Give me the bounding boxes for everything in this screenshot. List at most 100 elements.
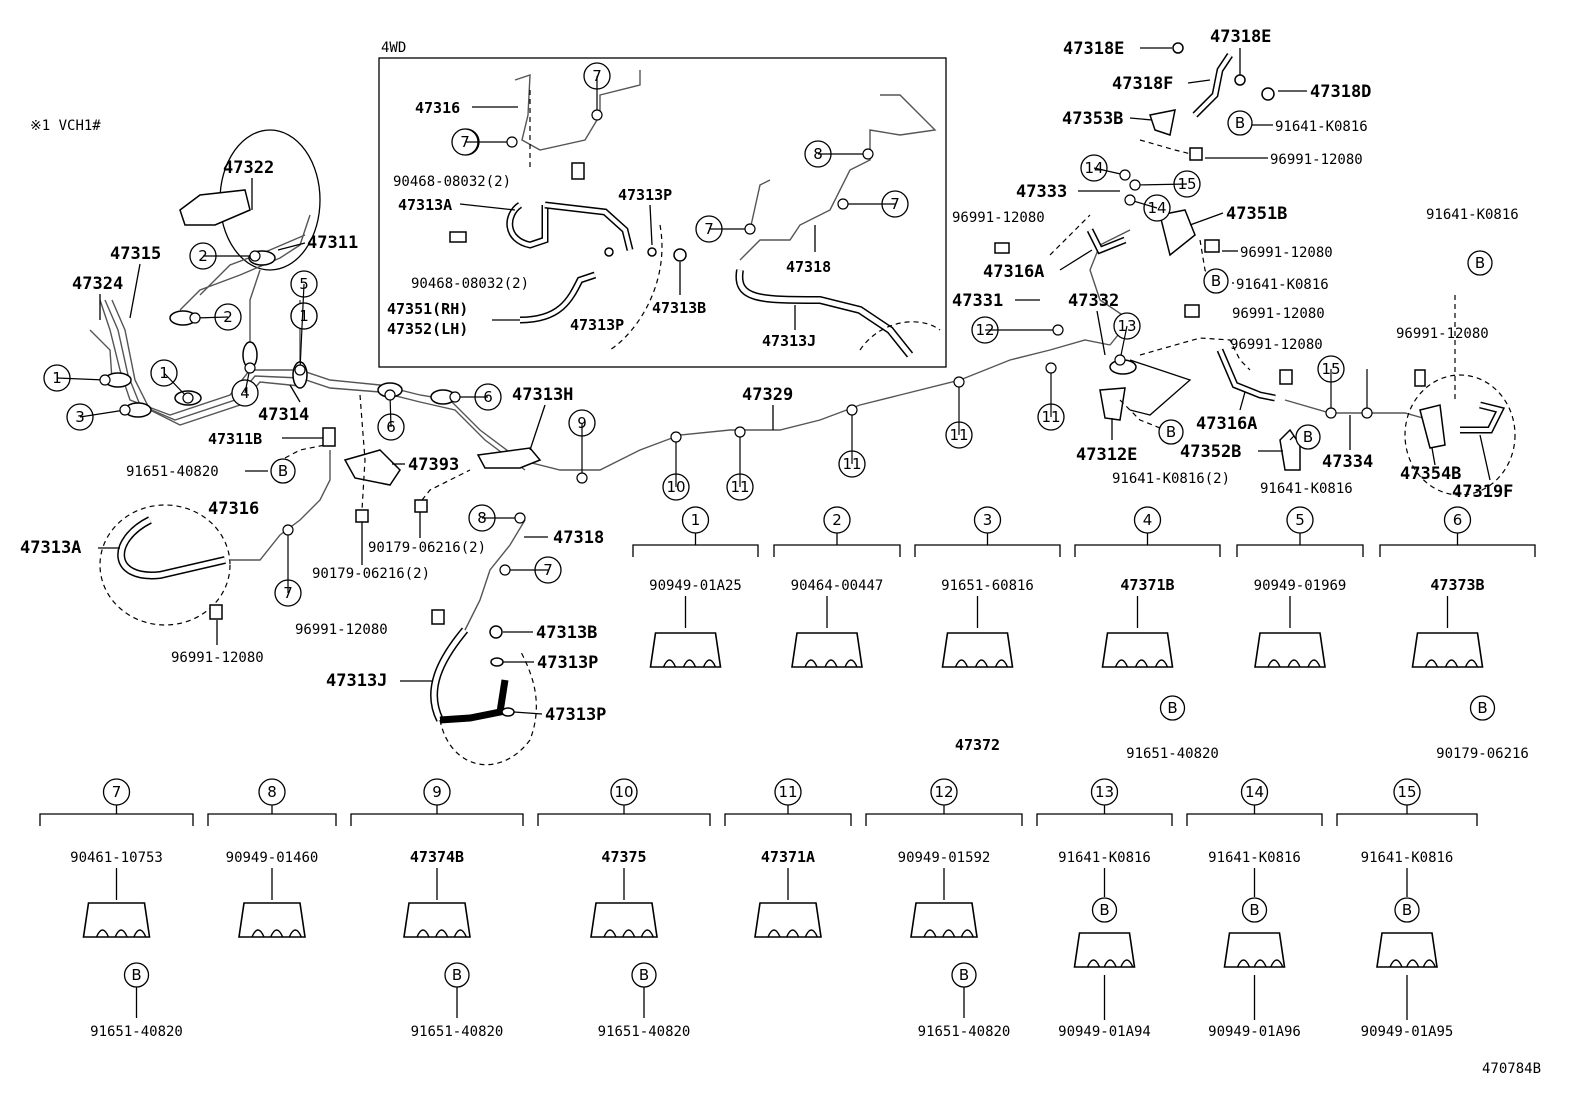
label-47351: 47351(RH) [387, 300, 468, 318]
detail-part-10-a: 47375 [601, 848, 646, 866]
b-ref-main-5: B [1295, 424, 1321, 450]
callout-anchor [1124, 194, 1136, 206]
inset-hose-c-inner [736, 269, 912, 357]
detail-clip-4-slot [1114, 659, 1129, 668]
detail-clip-9-slot [453, 929, 467, 938]
detail-clip-1-slot [702, 659, 717, 668]
detail-clip-10-slot [603, 929, 617, 938]
detail-clip-9-slot [416, 929, 430, 938]
label-47393: 47393 [408, 455, 459, 475]
detail-clip-7 [82, 902, 151, 938]
group-bracket [1336, 813, 1478, 826]
detail-clip-4 [1101, 632, 1174, 668]
group-bracket [537, 813, 711, 826]
label-91641-d: 91641-K0816(2) [1112, 471, 1230, 487]
label-47331: 47331 [952, 291, 1003, 311]
bracket-47351B [1159, 209, 1196, 257]
callout-layer: 1112234566777891011111111121314141515177… [43, 62, 1373, 607]
detail-part-5-a: 90949-01969 [1254, 578, 1347, 594]
detail-b-15-ring [1394, 897, 1420, 923]
detail-ref-14: 14 [1240, 778, 1269, 806]
b-ref-main-0-ring [270, 458, 296, 484]
detail-b-6: B [1469, 695, 1496, 721]
inset-clip-90468 [571, 162, 585, 180]
detail-part-6-a: 47373B [1430, 576, 1484, 594]
group-bracket [1379, 544, 1536, 557]
detail-b-12-label: B [959, 966, 969, 984]
hose-rear-outline [439, 649, 537, 766]
label-47318E-b: 47318E [1210, 27, 1271, 47]
washer-47313P-b [501, 707, 515, 717]
detail-clip-12-slot [960, 929, 974, 938]
callout-leader [56, 377, 106, 381]
label-91641-a: 91641-K0816 [1275, 119, 1368, 135]
callout-anchor [953, 376, 965, 388]
clip-96991-r-e [1414, 369, 1426, 387]
detail-b-6-ring [1469, 695, 1496, 721]
label-96991-main-a: 96991-12080 [171, 650, 264, 666]
detail-b-4-label: B [1167, 699, 1177, 717]
group-bracket [350, 813, 524, 826]
detail-ref-12-label: 12 [934, 783, 953, 801]
label-47313B-main: 47313B [536, 623, 597, 643]
leader [1431, 447, 1436, 466]
bolt-47313B [489, 625, 503, 639]
detail-ref-3-label: 3 [983, 511, 993, 529]
detail-ref-7: 7 [102, 778, 131, 806]
label-96991-r-b: 96991-12080 [952, 210, 1045, 226]
inset-title: 4WD [381, 40, 406, 56]
detail-clip-14 [1223, 932, 1286, 968]
detail-part-14-b: 90949-01A96 [1208, 1024, 1301, 1040]
detail-b-12: B [951, 962, 977, 988]
leader [1239, 391, 1246, 411]
detail-ref-15: 15 [1393, 778, 1421, 806]
detail-clip-3-slot [994, 659, 1009, 668]
detail-b-9-label: B [452, 966, 462, 984]
b-ref-main-1-ring [1227, 110, 1253, 136]
detail-clip-11-slot [804, 929, 818, 938]
b-ref-main-4: B [1158, 419, 1184, 445]
detail-clip-9 [403, 902, 471, 938]
detail-b-13-ring [1091, 897, 1118, 923]
label-47312E: 47312E [1076, 445, 1137, 465]
clip-96991-r-d [1184, 304, 1200, 318]
detail-ref-12: 12 [930, 778, 958, 806]
hose-47316A-a-inner [1088, 229, 1126, 253]
detail-ref-10: 10 [610, 778, 638, 806]
detail-part-9-a: 47374B [410, 848, 464, 866]
label-47314: 47314 [258, 405, 309, 425]
label-96991-main-b: 96991-12080 [295, 622, 388, 638]
detail-ref-15-label: 15 [1397, 783, 1416, 801]
clip-96991-front-left [209, 604, 223, 620]
group-bracket [724, 813, 852, 826]
detail-clip-13-slot [1086, 959, 1101, 968]
detail-part-11-a: 47371A [761, 848, 815, 866]
group-bracket [632, 544, 759, 557]
b-ref-main-5-ring [1295, 424, 1321, 450]
label-47313A-main: 47313A [20, 538, 81, 558]
detail-b-15: B [1394, 897, 1420, 923]
pipe-main-3 [111, 299, 301, 426]
leader [1479, 434, 1491, 481]
clip-96991-r-a [1189, 147, 1203, 161]
inset-pipe-c [749, 179, 771, 231]
label-47318D: 47318D [1310, 82, 1371, 102]
label-47324: 47324 [72, 274, 123, 294]
detail-b-14: B [1241, 897, 1268, 923]
label-47316-main: 47316 [208, 499, 259, 519]
detail-ref-7-label: 7 [112, 783, 122, 801]
label-91651-40820-main: 91651-40820 [126, 464, 219, 480]
hose-47319F-outline [1404, 374, 1516, 496]
label-47313H: 47313H [512, 385, 573, 405]
detail-clip-7-slot [133, 929, 147, 938]
detail-clip-5-slot [1287, 659, 1301, 668]
part-47318E-b [1234, 74, 1246, 86]
